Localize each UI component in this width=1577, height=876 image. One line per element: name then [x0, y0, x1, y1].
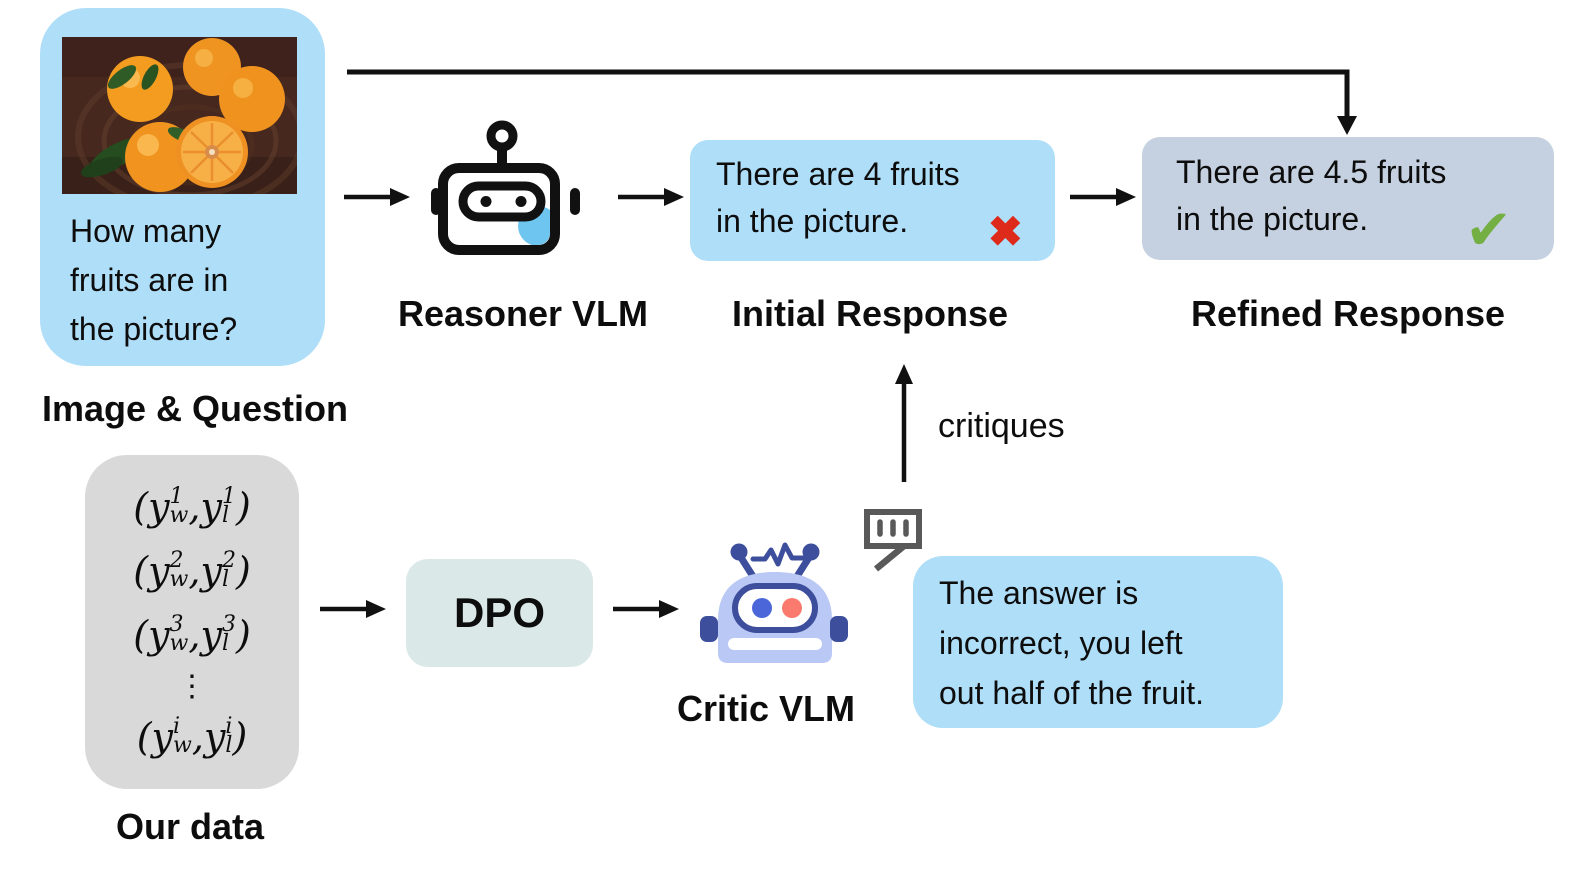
initial-response-label: Initial Response: [731, 293, 1009, 334]
check-icon: ✔: [1465, 198, 1512, 261]
image-question-box: How many fruits are in the picture?: [40, 8, 325, 366]
text-line: incorrect, you left: [939, 625, 1183, 661]
initial-response-text: There are 4 fruits in the picture.: [716, 151, 960, 245]
text-line: in the picture.: [716, 203, 909, 239]
refined-response-text: There are 4.5 fruits in the picture.: [1176, 149, 1446, 243]
our-data-label: Our data: [115, 806, 265, 847]
critiques-label: critiques: [938, 407, 1065, 445]
speech-bubble-icon: [864, 509, 922, 572]
dpo-box: DPO: [406, 559, 593, 667]
arrow-dpo-to-critic: [613, 600, 679, 618]
text-line: in the picture.: [1176, 201, 1369, 237]
arrow-critic-to-initial: [895, 364, 913, 482]
initial-response-box: There are 4 fruits in the picture. ✖: [690, 140, 1055, 261]
dpo-label: DPO: [453, 589, 545, 636]
arrow-initial-to-refined: [1070, 188, 1136, 206]
critic-vlm-label: Critic VLM: [676, 688, 855, 729]
image-question-label: Image & Question: [41, 388, 349, 429]
critique-bubble: The answer is incorrect, you left out half…: [913, 556, 1283, 728]
refined-response-label: Refined Response: [1190, 293, 1506, 334]
text-line: How many: [70, 213, 222, 249]
text-line: There are 4.5 fruits: [1176, 154, 1447, 190]
arrow-image-to-reasoner: [344, 188, 410, 206]
reasoner-vlm-label: Reasoner VLM: [397, 293, 649, 334]
text-line: out half of the fruit.: [939, 675, 1205, 711]
oranges-photo: [62, 37, 297, 194]
text-line: There are 4 fruits: [716, 156, 960, 192]
text-line: The answer is: [939, 575, 1139, 611]
reasoner-robot-icon: [431, 120, 580, 255]
text-line: fruits are in: [70, 262, 229, 298]
critic-robot-icon: [700, 542, 848, 663]
text-line: the picture?: [70, 311, 238, 347]
arrow-data-to-dpo: [320, 600, 386, 618]
cross-icon: ✖: [987, 208, 1023, 255]
vertical-ellipsis: ⋮: [177, 668, 207, 704]
arrow-reasoner-to-initial: [618, 188, 684, 206]
refined-response-box: There are 4.5 fruits in the picture. ✔: [1142, 137, 1554, 260]
critique-text: The answer is incorrect, you left out half…: [939, 568, 1204, 718]
arrow-image-to-refined: [347, 69, 1357, 135]
question-text: How many fruits are in the picture?: [70, 207, 237, 354]
